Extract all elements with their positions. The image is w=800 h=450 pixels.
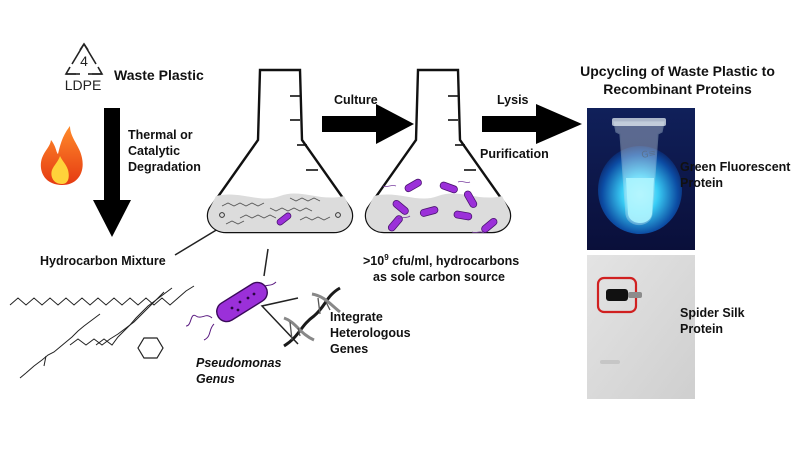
gfp-line1: Green Fluorescent [680,160,791,174]
gfp-label: Green Fluorescent Protein [680,159,795,191]
hydrocarbon-chains [9,285,195,379]
lysis-label: Lysis [497,93,529,107]
figure-title: Upcycling of Waste Plastic to Recombinan… [565,62,790,98]
cfu-rest: cfu/ml, hydrocarbons [388,254,520,268]
waste-plastic-label: Waste Plastic [114,67,204,83]
lysis-arrow [482,104,582,144]
integrate-line1: Integrate [330,310,383,324]
pseudomonas-label: Pseudomonas Genus [196,355,281,387]
title-line1: Upcycling of Waste Plastic to [580,63,775,79]
leader-line-bacterium [263,248,269,277]
bacteria-cluster [387,178,498,233]
fire-icon [40,126,83,185]
dna-icon [283,286,341,348]
cfu-label: >109 cfu/ml, hydrocarbons as sole carbon… [363,253,519,285]
cfu-prefix: >10 [363,254,385,268]
gfp-photo: G≡ [587,108,695,250]
degradation-line1: Thermal or [128,128,193,142]
pseudomonas-line2: Genus [196,372,235,386]
recycle-code: LDPE [65,77,102,93]
recycle-icon [64,42,104,75]
svg-text:G≡: G≡ [641,149,657,161]
down-arrow [93,108,131,237]
flask-culture [206,68,354,234]
gfp-line2: Protein [680,176,724,190]
degradation-line2: Catalytic [128,144,181,158]
purification-label: Purification [480,147,549,161]
cfu-line2: as sole carbon source [373,270,506,284]
cfu-line1: >109 cfu/ml, hydrocarbons [363,253,519,269]
recycle-number: 4 [80,53,88,69]
integrate-line2: Heterologous [330,326,411,340]
flask-grown [364,68,512,234]
gene-connector [260,297,299,345]
degradation-line3: Degradation [128,160,201,174]
gel-photo [587,255,695,399]
title-line2: Recombinant Proteins [603,81,752,97]
culture-arrow [322,104,414,144]
bacterium-icon [185,281,277,341]
silk-line1: Spider Silk [680,306,745,320]
leader-line-flask [174,228,219,256]
integrate-line3: Genes [330,342,369,356]
degradation-label: Thermal or Catalytic Degradation [128,127,201,175]
cfu-exponent: 9 [384,252,389,262]
pseudomonas-line1: Pseudomonas [196,356,282,370]
silk-line2: Protein [680,322,724,336]
hydrocarbon-mixture-label: Hydrocarbon Mixture [40,254,166,268]
integrate-genes-label: Integrate Heterologous Genes [330,309,411,357]
culture-label: Culture [334,93,378,107]
hexagon-icon [137,337,164,359]
spider-silk-label: Spider Silk Protein [680,305,790,337]
